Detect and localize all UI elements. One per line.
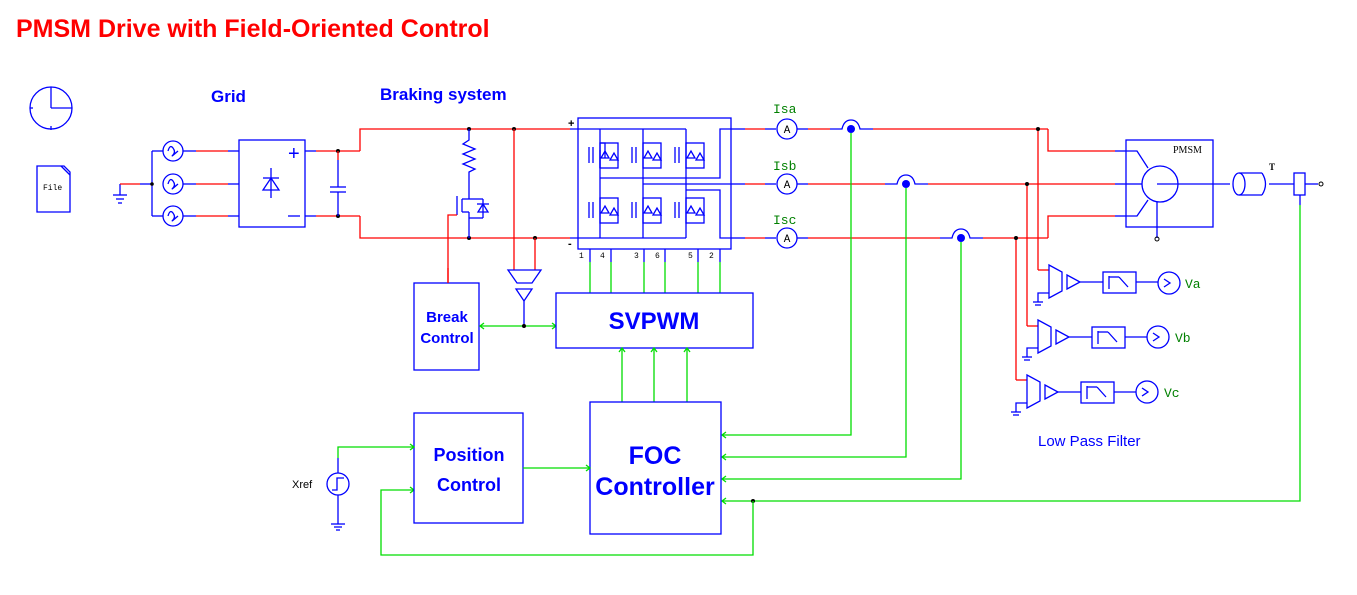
- ac-sources: [150, 140, 239, 227]
- low-pass-filter-b[interactable]: [1091, 326, 1147, 349]
- ammeter-symbol: A: [784, 234, 791, 246]
- braking-resistor-icon[interactable]: [461, 129, 477, 196]
- xref-label: Xref: [292, 479, 313, 491]
- voltage-sensor-b[interactable]: [1022, 318, 1092, 361]
- ac-source-icon: [162, 140, 184, 162]
- phase-b-line: [731, 174, 1126, 185]
- position-feedback-wire: [380, 205, 1301, 556]
- current-feedback-wires: [720, 133, 962, 483]
- foc-controller-block[interactable]: FOC Controller: [589, 401, 722, 535]
- current-sensor-b[interactable]: [902, 180, 910, 188]
- gate-signal-wires: [589, 262, 721, 293]
- isb-label: Isb: [773, 159, 796, 174]
- ammeter-isa[interactable]: A Isa: [773, 102, 798, 140]
- braking-switch-icon[interactable]: [447, 196, 490, 285]
- voltmeter-vb[interactable]: Vb: [1146, 325, 1191, 349]
- isc-label: Isc: [773, 213, 796, 228]
- svpwm-block[interactable]: SVPWM: [555, 292, 754, 349]
- ac-source-icon: [162, 205, 184, 227]
- pmsm-motor[interactable]: PMSM: [1125, 139, 1230, 242]
- three-phase-inverter[interactable]: + - 1 4: [568, 117, 732, 262]
- gate-label-4: 4: [600, 252, 605, 261]
- xref-step-source[interactable]: Xref: [292, 458, 350, 531]
- low-pass-filter-label: Low Pass Filter: [1038, 433, 1141, 450]
- page-title: PMSM Drive with Field-Oriented Control: [16, 15, 490, 43]
- svpwm-label: SVPWM: [609, 308, 700, 335]
- ammeter-symbol: A: [784, 125, 791, 137]
- file-label: File: [43, 184, 62, 193]
- dc-link-capacitor-icon[interactable]: [330, 151, 346, 216]
- shaft-coupling-icon[interactable]: T: [1232, 162, 1294, 196]
- position-control-label-1: Position: [434, 445, 505, 465]
- current-sensor-a[interactable]: [847, 125, 855, 133]
- position-control-label-2: Control: [437, 475, 501, 495]
- voltmeter-va[interactable]: Va: [1157, 271, 1201, 295]
- ground-icon: [113, 184, 127, 204]
- phase-a-line: [731, 119, 1126, 152]
- position-control-block[interactable]: Position Control: [413, 412, 524, 524]
- igbt-icon: [588, 202, 611, 218]
- va-label: Va: [1185, 277, 1201, 292]
- voltage-sensor-c[interactable]: [1011, 373, 1081, 416]
- torque-label: T: [1269, 162, 1275, 172]
- gate-label-3: 3: [634, 252, 639, 261]
- pmsm-label: PMSM: [1173, 145, 1202, 156]
- gate-label-2: 2: [709, 252, 714, 261]
- voltage-sensor-a[interactable]: [1033, 263, 1103, 306]
- foc-to-svpwm-wires: [618, 346, 691, 402]
- current-sensor-c[interactable]: [957, 234, 965, 242]
- braking-system-label: Braking system: [380, 85, 507, 104]
- igbt-icon: [631, 147, 654, 163]
- position-sensor-icon[interactable]: [1293, 172, 1324, 205]
- vb-label: Vb: [1175, 331, 1191, 346]
- gate-label-1: 1: [579, 252, 584, 261]
- igbt-icon: [631, 202, 654, 218]
- rectifier-plus-label: +: [288, 143, 300, 165]
- diode-rectifier[interactable]: +: [238, 139, 306, 228]
- file-block-icon[interactable]: File: [36, 165, 71, 213]
- vc-label: Vc: [1164, 386, 1180, 401]
- voltmeter-vc[interactable]: Vc: [1135, 380, 1180, 404]
- dc-plus-label: +: [568, 118, 574, 130]
- voltage-tap-wires: [1014, 127, 1049, 381]
- break-control-label-1: Break: [426, 309, 468, 326]
- grid-label: Grid: [211, 87, 246, 106]
- isa-label: Isa: [773, 102, 797, 117]
- gate-label-5: 5: [688, 252, 693, 261]
- diode-icon: [261, 168, 281, 198]
- dc-voltage-sensor[interactable]: [506, 129, 543, 326]
- ac-source-icon: [162, 173, 184, 195]
- break-control-block[interactable]: Break Control: [413, 282, 480, 371]
- ammeter-isc[interactable]: A Isc: [773, 213, 798, 249]
- simulation-clock-icon[interactable]: [29, 86, 73, 130]
- foc-label-2: Controller: [595, 473, 715, 501]
- ammeter-isb[interactable]: A Isb: [773, 159, 798, 195]
- igbt-icon: [674, 202, 697, 218]
- low-pass-filter-c[interactable]: [1080, 381, 1136, 404]
- igbt-icon: [674, 147, 697, 163]
- ammeter-symbol: A: [784, 180, 791, 192]
- low-pass-filter-a[interactable]: [1102, 271, 1158, 294]
- foc-label-1: FOC: [629, 442, 682, 470]
- dc-minus-label: -: [568, 238, 572, 250]
- break-control-label-2: Control: [420, 330, 473, 347]
- xref-wire: [337, 446, 414, 458]
- gate-label-6: 6: [655, 252, 660, 261]
